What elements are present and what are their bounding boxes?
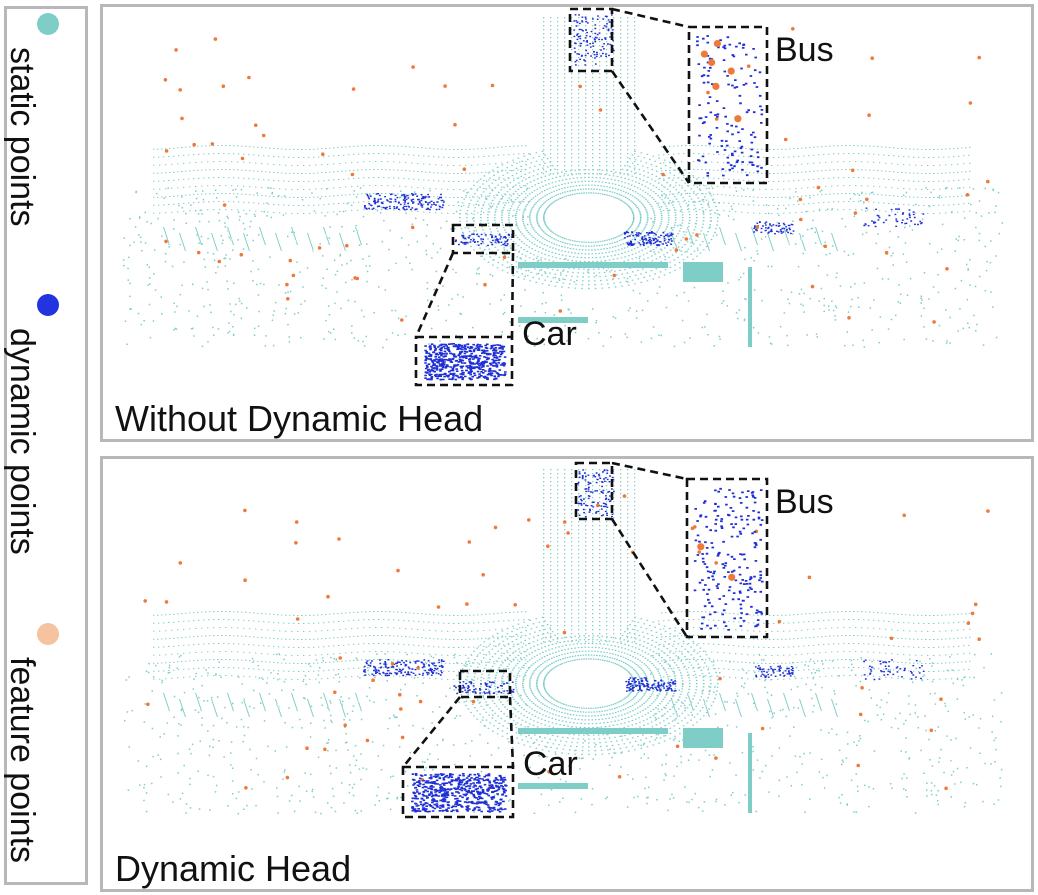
dynamic-points-layer (363, 14, 925, 247)
car-connector (414, 252, 455, 338)
point-cloud-top: Bus Car (123, 7, 1004, 387)
dynamic-points-swatch (37, 294, 59, 316)
car-connector (508, 696, 515, 768)
feature-points-layer (163, 27, 990, 324)
car-zoom-box (414, 335, 514, 387)
car-source-box (451, 223, 515, 255)
feature-points-swatch (37, 623, 59, 645)
static-points-layer (123, 17, 1004, 349)
legend-box: static points dynamic points feature poi… (3, 6, 88, 885)
bus-connector (611, 461, 688, 481)
bus-feature-point (734, 115, 742, 123)
bus-feature-point (728, 573, 736, 581)
bus-feature-point (697, 543, 705, 551)
callout-layer (414, 7, 769, 387)
callout-layer (401, 461, 769, 819)
car-connector (510, 252, 515, 338)
bus-zoom-box (687, 25, 769, 185)
bus-feature-point (700, 50, 709, 58)
legend-label-feature: feature points (3, 657, 41, 864)
point-cloud-bottom: Bus Car (124, 461, 1003, 819)
bus-source-box (574, 461, 614, 521)
legend-label-static: static points (3, 47, 41, 227)
panel-without-dynamic-head: Bus Car Without Dynamic Head (100, 4, 1034, 442)
bus-callout-label: Bus (775, 483, 834, 521)
bus-zoom-box (685, 477, 769, 639)
bus-zoom-points (693, 487, 764, 631)
panel-title: Dynamic Head (115, 848, 352, 889)
car-zoom-points (424, 343, 507, 381)
bus-feature-point (712, 82, 720, 90)
bus-callout-label: Bus (775, 31, 834, 69)
panel-dynamic-head: Bus Car Dynamic Head (100, 456, 1034, 892)
car-zoom-box (401, 765, 515, 819)
car-zoom-points (411, 773, 508, 813)
static-points (123, 17, 1004, 349)
dynamic-points-layer (363, 469, 925, 695)
car-callout-label: Car (523, 745, 578, 783)
bus-connector (611, 7, 690, 29)
bus-connector (610, 518, 689, 638)
bus-source-box (568, 7, 614, 73)
dynamic-points (363, 14, 925, 247)
feature-points (163, 27, 990, 324)
bus-feature-point (708, 58, 716, 67)
bus-connector (610, 70, 691, 184)
bus-feature-point (727, 67, 735, 75)
dynamic-points (363, 469, 925, 695)
panel-title: Without Dynamic Head (115, 398, 484, 439)
car-connector (401, 696, 462, 768)
bus-feature-point (713, 40, 722, 48)
legend-label-dynamic: dynamic points (3, 328, 41, 555)
car-callout-label: Car (522, 315, 577, 353)
static-points-swatch (37, 13, 59, 35)
